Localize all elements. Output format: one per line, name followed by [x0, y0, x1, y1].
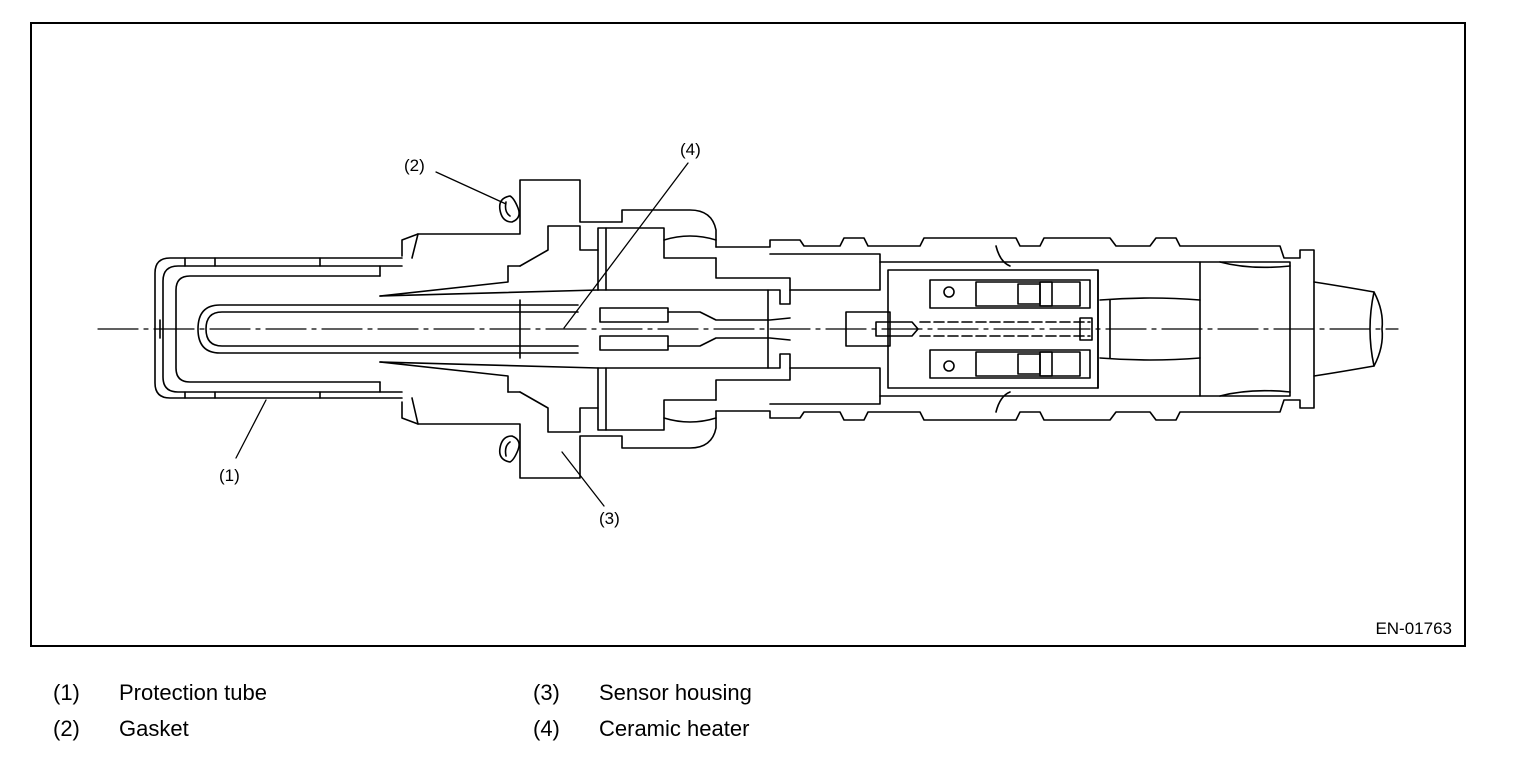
leader-1 — [236, 400, 266, 458]
protection-tube — [155, 258, 402, 398]
leader-4 — [564, 163, 688, 328]
callout-3: (3) — [599, 509, 620, 528]
legend-number: (4) — [533, 716, 560, 741]
callout-4: (4) — [680, 140, 701, 159]
legend-label: Sensor housing — [599, 680, 752, 705]
leader-3 — [562, 452, 604, 506]
callout-2: (2) — [404, 156, 425, 175]
gasket — [500, 196, 519, 462]
figure-code: EN-01763 — [1375, 619, 1452, 638]
diagram-frame: EN-01763 — [30, 22, 1466, 647]
sensor-housing — [380, 180, 716, 478]
callout-1: (1) — [219, 466, 240, 485]
legend-label: Gasket — [119, 716, 189, 741]
legend-number: (3) — [533, 680, 560, 705]
ceramic-element — [198, 290, 598, 368]
leader-2 — [436, 172, 506, 204]
legend-label: Protection tube — [119, 680, 267, 705]
leader-lines — [236, 163, 688, 506]
cable — [1314, 282, 1382, 376]
terminal-block — [846, 270, 1110, 388]
legend-number: (2) — [53, 716, 80, 741]
legend-number: (1) — [53, 680, 80, 705]
outer-body — [716, 238, 1314, 420]
insulator — [598, 258, 790, 400]
legend-label: Ceramic heater — [599, 716, 750, 741]
